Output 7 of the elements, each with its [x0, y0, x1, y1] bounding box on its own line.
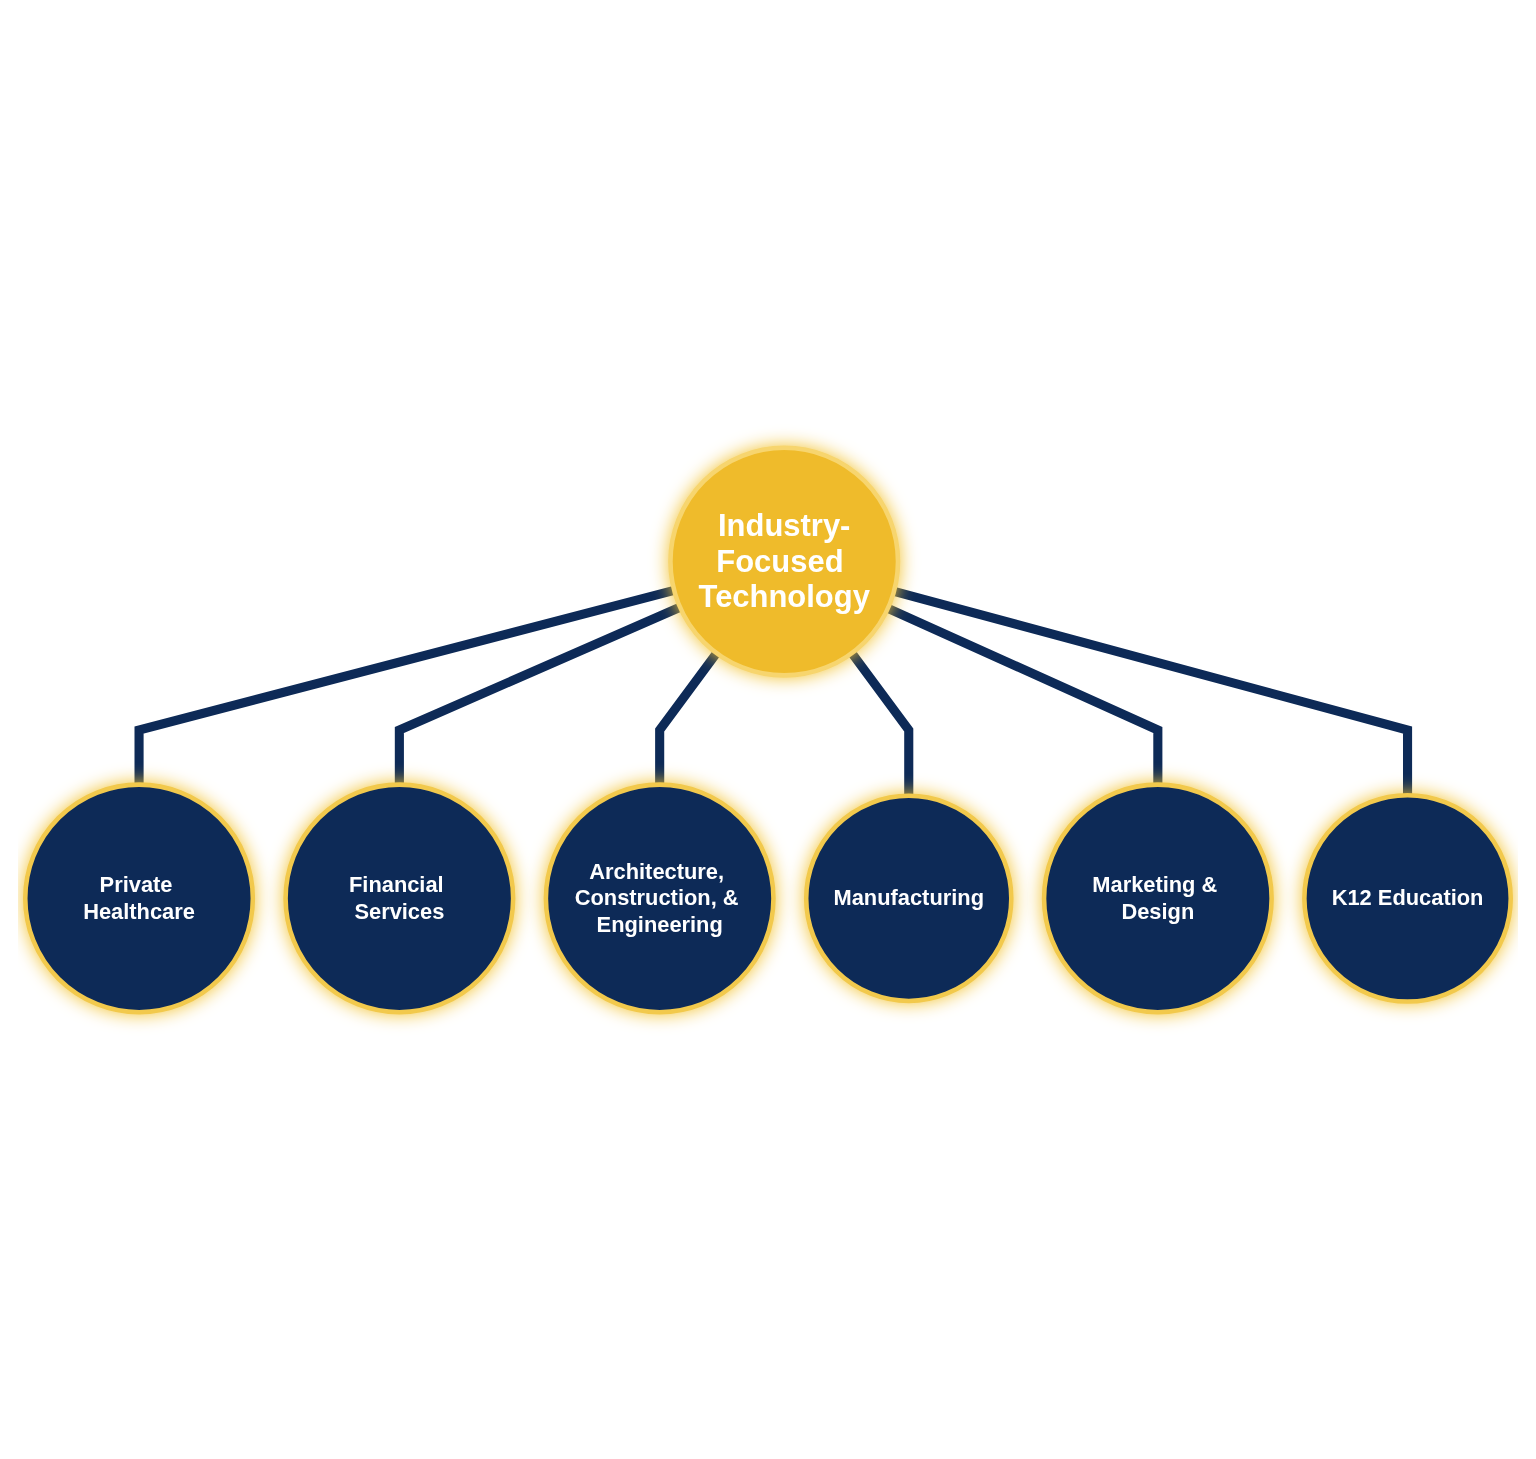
node-circle — [803, 793, 1014, 1003]
node-circle — [1302, 792, 1513, 1004]
node-circle — [23, 781, 256, 1014]
node-circle — [668, 445, 901, 678]
node-circle — [283, 781, 516, 1014]
node-circle — [1041, 781, 1274, 1014]
node-circle — [543, 781, 776, 1014]
